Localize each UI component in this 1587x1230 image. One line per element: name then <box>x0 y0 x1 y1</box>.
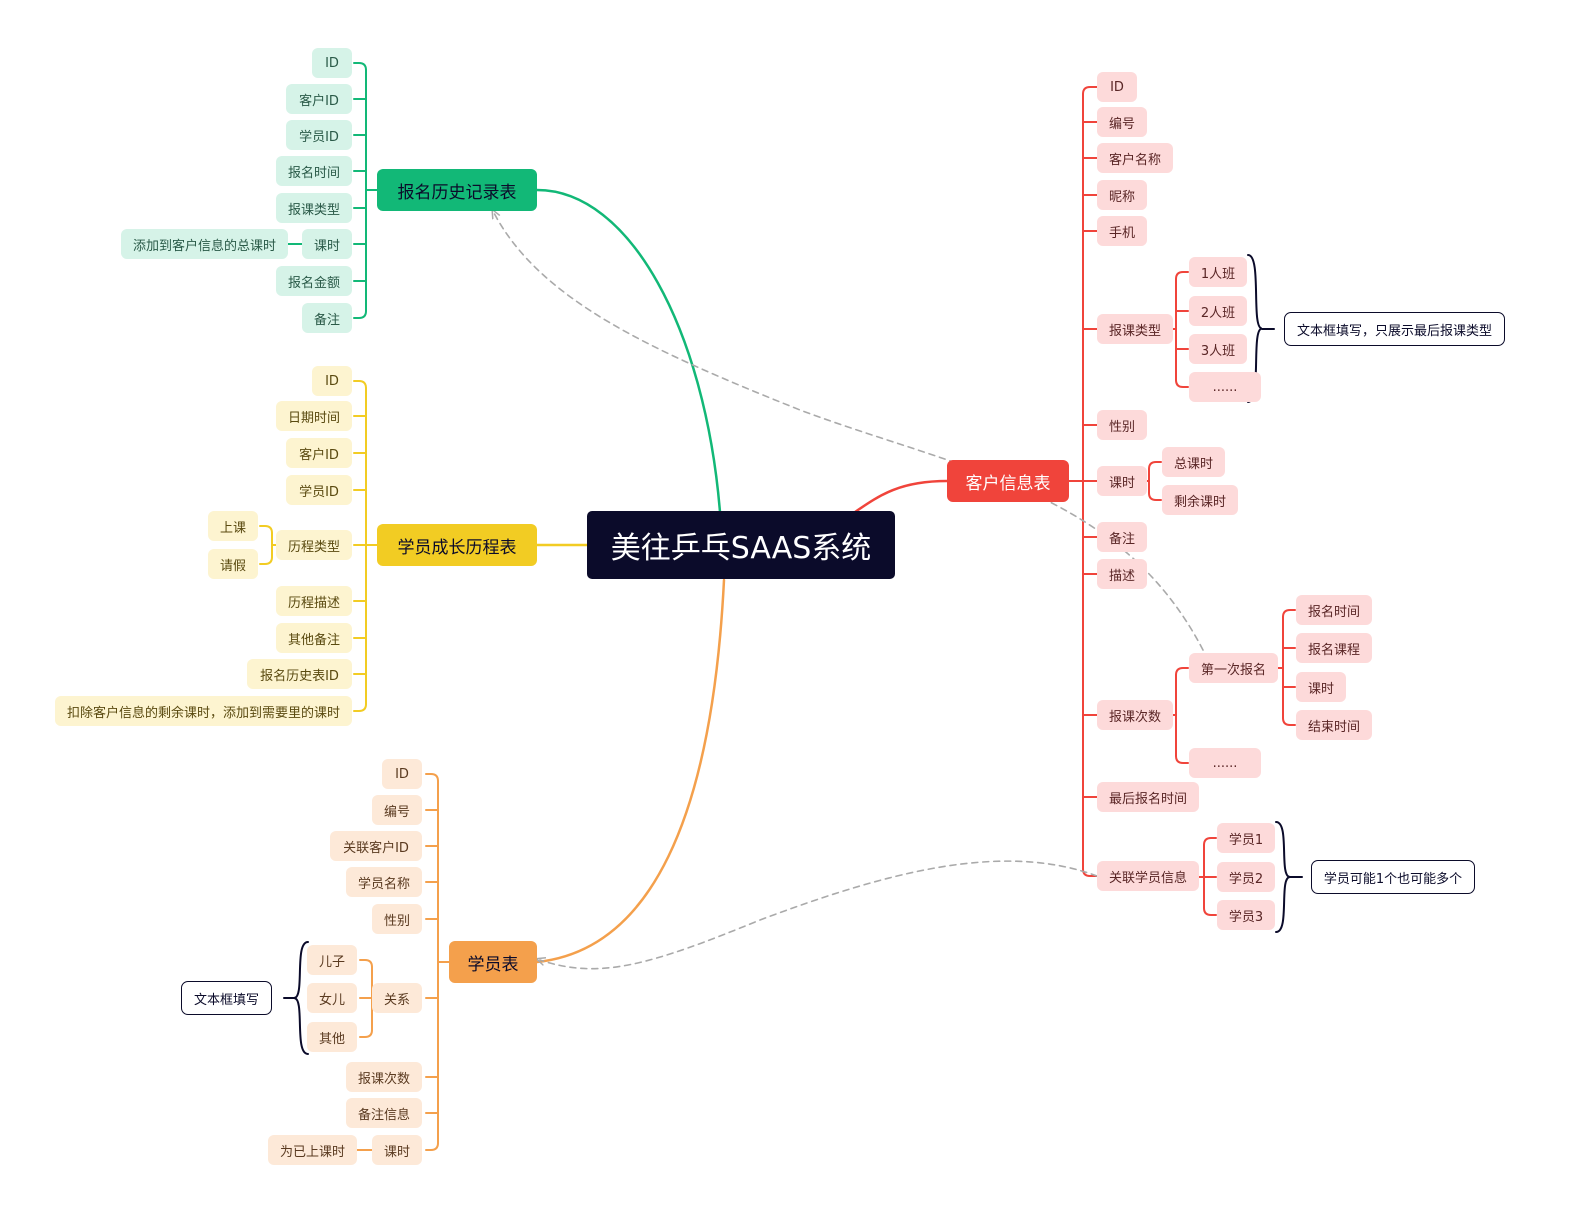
growth-field-1[interactable]: 日期时间 <box>276 401 352 431</box>
customer-students-note[interactable]: 学员可能1个也可能多个 <box>1311 860 1475 894</box>
student-field-5[interactable]: 关系 <box>372 983 422 1013</box>
history-field-4[interactable]: 报课类型 <box>276 193 352 223</box>
customer-signup-0[interactable]: 第一次报名 <box>1189 653 1278 683</box>
customer-field-id[interactable]: ID <box>1097 72 1137 102</box>
root-topic[interactable]: 美往乒乓SAAS系统 <box>587 511 895 579</box>
student-field-6[interactable]: 报课次数 <box>346 1062 422 1092</box>
customer-field-8[interactable]: 备注 <box>1097 522 1147 552</box>
topic-signup-history[interactable]: 报名历史记录表 <box>377 169 537 211</box>
student-relation-note[interactable]: 文本框填写 <box>181 981 272 1015</box>
customer-field-1[interactable]: 编号 <box>1097 107 1147 137</box>
growth-field-8[interactable]: 扣除客户信息的剩余课时，添加到需要里的课时 <box>55 696 352 726</box>
customer-course-type-0[interactable]: 1人班 <box>1189 257 1247 287</box>
growth-type-0[interactable]: 上课 <box>208 511 258 541</box>
history-field-id[interactable]: ID <box>312 48 352 78</box>
customer-signup-1[interactable]: ...... <box>1189 748 1261 778</box>
student-field-1[interactable]: 编号 <box>372 795 422 825</box>
customer-course-type-1[interactable]: 2人班 <box>1189 296 1247 326</box>
history-field-6[interactable]: 报名金额 <box>276 266 352 296</box>
topic-customer[interactable]: 客户信息表 <box>947 460 1069 502</box>
topic-growth-history[interactable]: 学员成长历程表 <box>377 524 537 566</box>
student-relation-0[interactable]: 儿子 <box>307 945 357 975</box>
growth-field-4[interactable]: 历程类型 <box>276 530 352 560</box>
growth-field-id[interactable]: 学员ID <box>286 475 352 505</box>
customer-course-type-3[interactable]: ...... <box>1189 372 1261 402</box>
student-relation-2[interactable]: 其他 <box>307 1022 357 1052</box>
customer-field-9[interactable]: 描述 <box>1097 559 1147 589</box>
customer-field-7[interactable]: 课时 <box>1097 466 1147 496</box>
customer-course-type-note[interactable]: 文本框填写，只展示最后报课类型 <box>1284 312 1505 346</box>
customer-course-type-2[interactable]: 3人班 <box>1189 334 1247 364</box>
student-relation-1[interactable]: 女儿 <box>307 983 357 1013</box>
customer-field-3[interactable]: 昵称 <box>1097 180 1147 210</box>
customer-hours-0[interactable]: 总课时 <box>1162 447 1225 477</box>
customer-field-11[interactable]: 最后报名时间 <box>1097 782 1199 812</box>
customer-field-6[interactable]: 性别 <box>1097 410 1147 440</box>
customer-first-signup-3[interactable]: 结束时间 <box>1296 710 1372 740</box>
customer-student-2[interactable]: 学员3 <box>1217 900 1275 930</box>
customer-field-4[interactable]: 手机 <box>1097 216 1147 246</box>
customer-field-12[interactable]: 关联学员信息 <box>1097 861 1199 891</box>
topic-student[interactable]: 学员表 <box>449 941 537 983</box>
growth-type-1[interactable]: 请假 <box>208 549 258 579</box>
history-field-5[interactable]: 课时 <box>302 229 352 259</box>
student-field-7[interactable]: 备注信息 <box>346 1098 422 1128</box>
student-field-id[interactable]: 关联客户ID <box>330 831 422 861</box>
growth-field-6[interactable]: 其他备注 <box>276 623 352 653</box>
student-field-3[interactable]: 学员名称 <box>346 867 422 897</box>
customer-first-signup-2[interactable]: 课时 <box>1296 672 1346 702</box>
student-field-8[interactable]: 课时 <box>372 1135 422 1165</box>
customer-field-10[interactable]: 报课次数 <box>1097 700 1173 730</box>
growth-field-5[interactable]: 历程描述 <box>276 586 352 616</box>
customer-field-5[interactable]: 报课类型 <box>1097 314 1173 344</box>
growth-field-id[interactable]: 客户ID <box>286 438 352 468</box>
growth-field-id[interactable]: 报名历史表ID <box>247 659 352 689</box>
customer-first-signup-1[interactable]: 报名课程 <box>1296 633 1372 663</box>
customer-field-2[interactable]: 客户名称 <box>1097 143 1173 173</box>
student-field-4[interactable]: 性别 <box>372 904 422 934</box>
student-hours-note[interactable]: 为已上课时 <box>268 1135 357 1165</box>
history-field-id[interactable]: 客户ID <box>286 84 352 114</box>
history-hours-note[interactable]: 添加到客户信息的总课时 <box>121 229 288 259</box>
growth-field-id[interactable]: ID <box>312 366 352 396</box>
customer-hours-1[interactable]: 剩余课时 <box>1162 485 1238 515</box>
customer-student-0[interactable]: 学员1 <box>1217 823 1275 853</box>
customer-student-1[interactable]: 学员2 <box>1217 862 1275 892</box>
history-field-3[interactable]: 报名时间 <box>276 156 352 186</box>
history-field-7[interactable]: 备注 <box>302 303 352 333</box>
customer-first-signup-0[interactable]: 报名时间 <box>1296 595 1372 625</box>
student-field-id[interactable]: ID <box>382 759 422 789</box>
history-field-id[interactable]: 学员ID <box>286 120 352 150</box>
